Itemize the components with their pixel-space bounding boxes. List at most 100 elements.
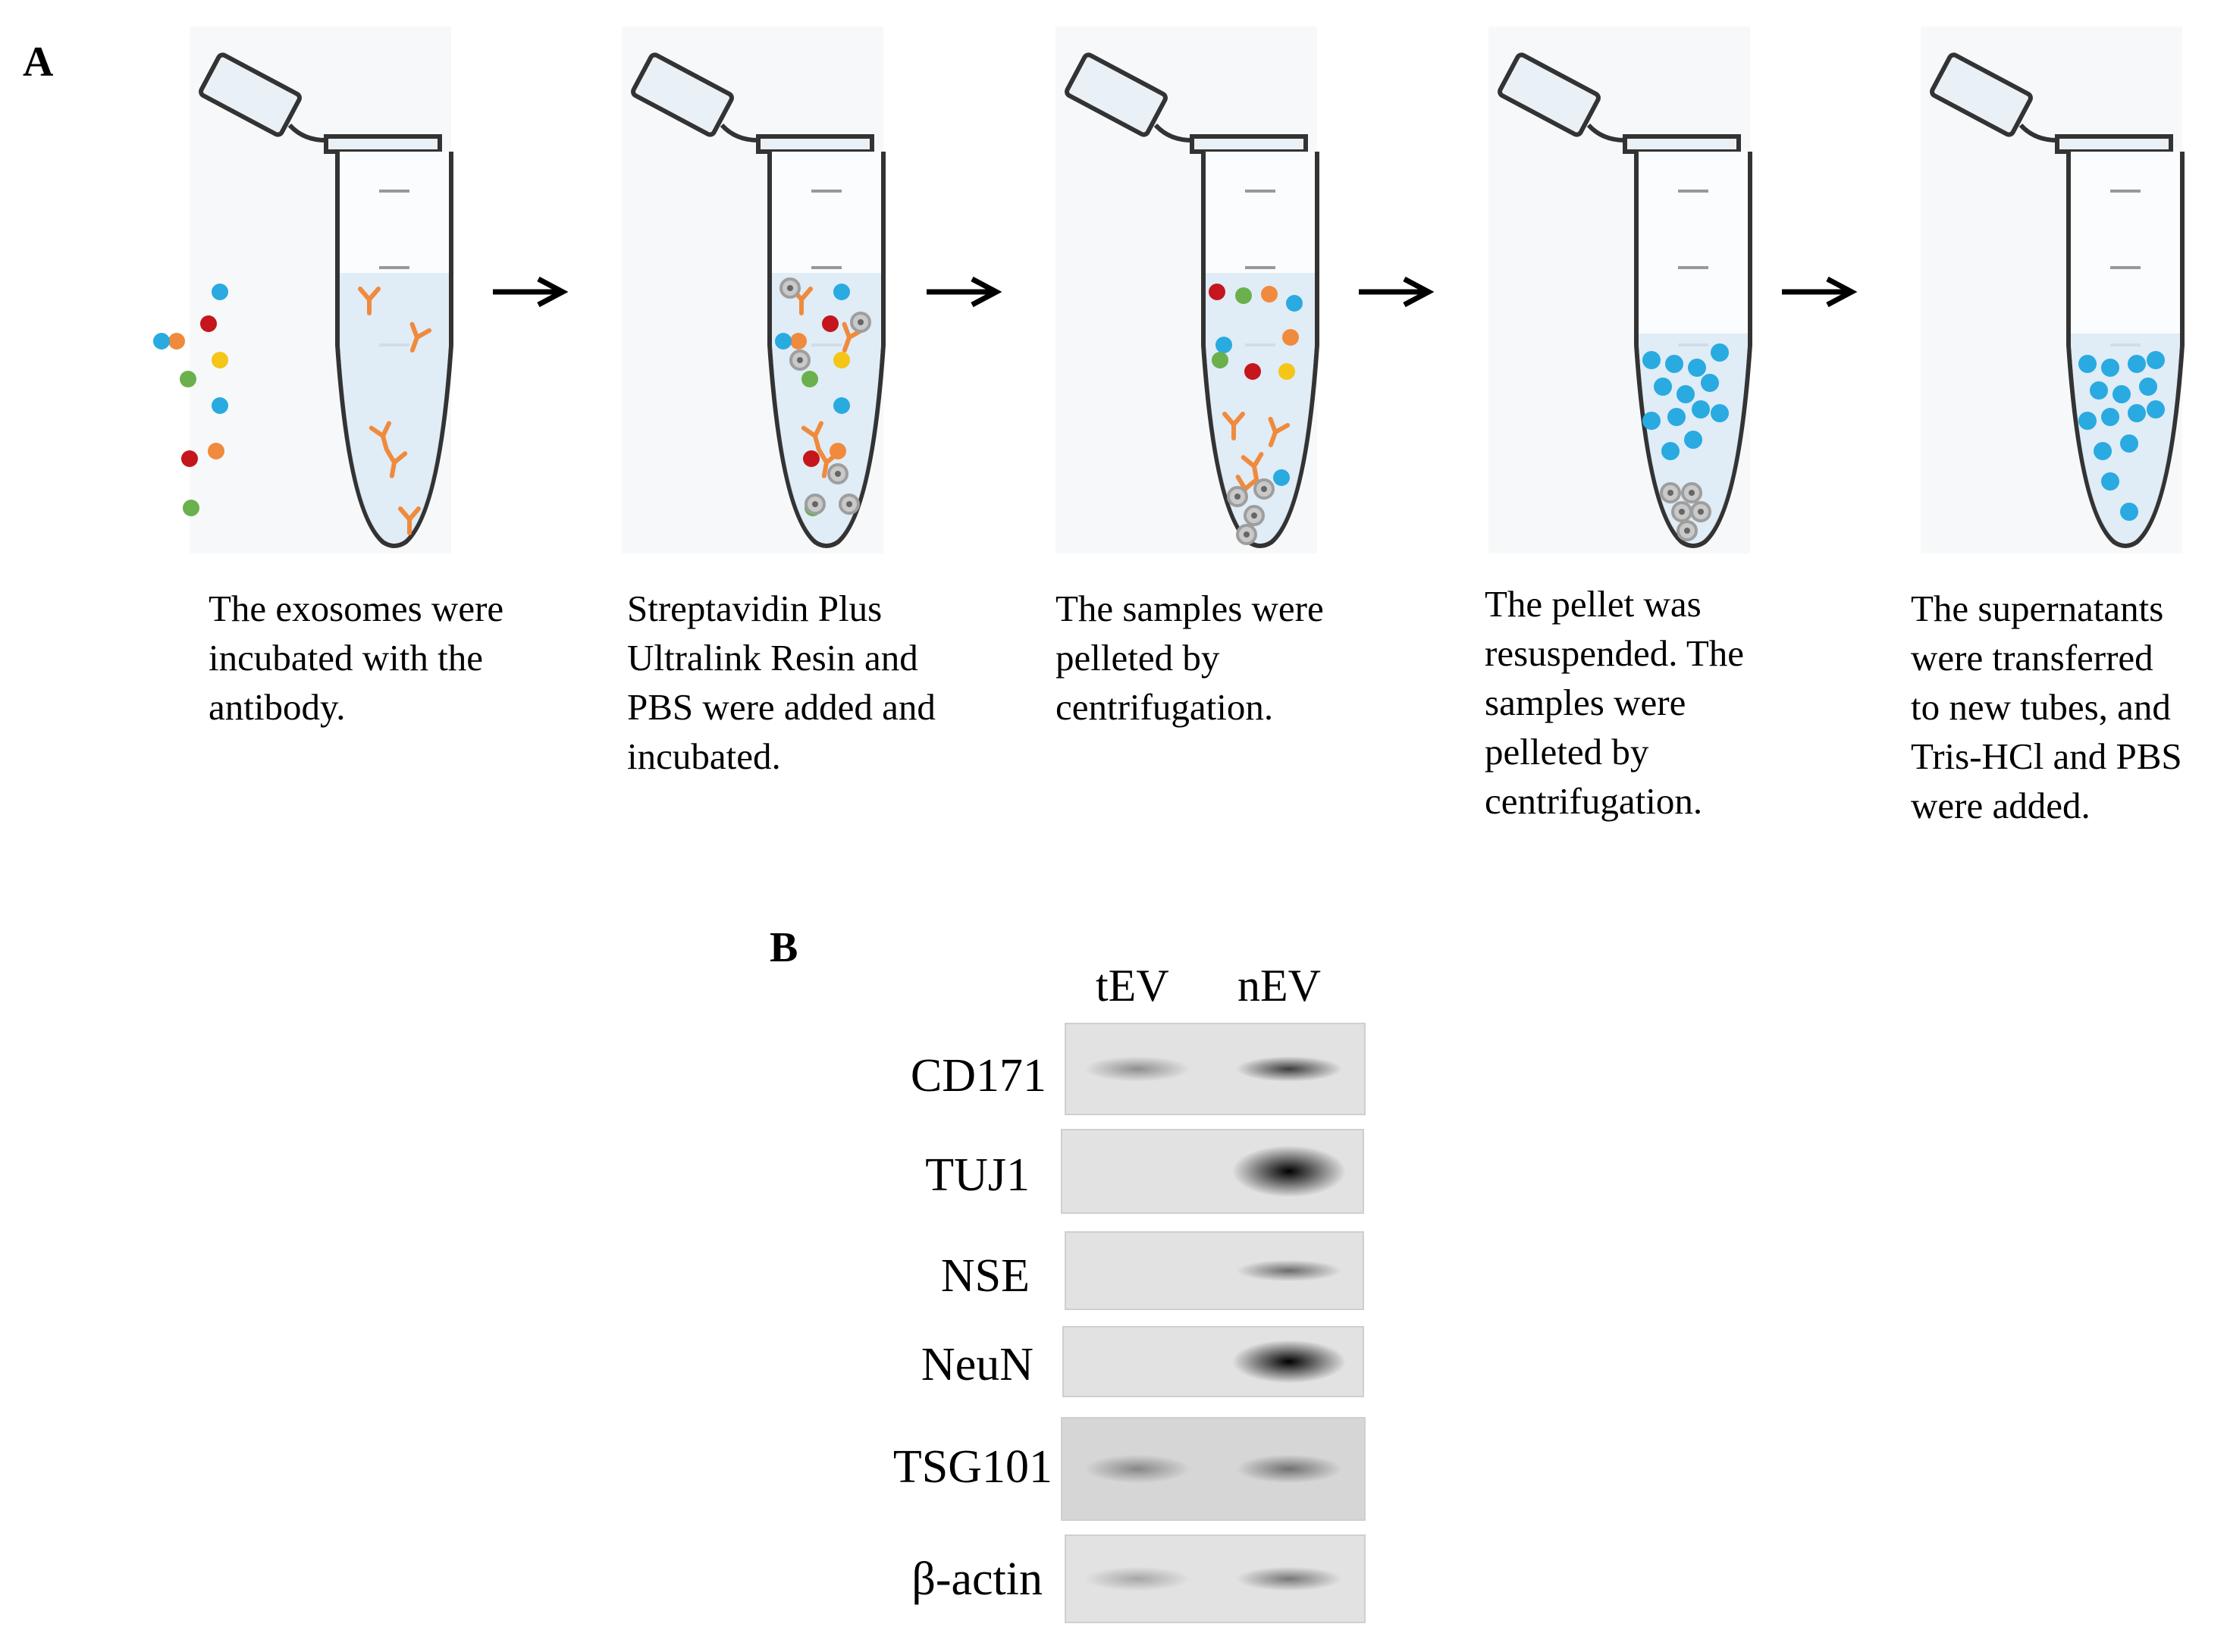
panel-b-label: B: [770, 924, 798, 971]
particle: [833, 352, 850, 368]
particle: [180, 371, 196, 387]
particle: [153, 333, 170, 350]
band-nse-nev: [1236, 1259, 1342, 1282]
band-tsg101-tev: [1084, 1454, 1190, 1484]
tube-lid: [199, 52, 302, 137]
antibody: [384, 448, 408, 478]
blot-strip-tsg101: [1061, 1417, 1366, 1521]
tube-rim: [324, 134, 442, 154]
antibody: [817, 448, 840, 478]
right-arrow-icon: [493, 276, 569, 308]
tube-resin-added: [631, 52, 886, 548]
antibody: [369, 421, 391, 452]
resin-bead-core: [787, 285, 793, 291]
particle: [208, 443, 224, 459]
lane-label-tev: tEV: [1096, 961, 1169, 1011]
particle: [1677, 385, 1695, 403]
right-arrow-icon: [927, 276, 1002, 308]
tube-pelleted: [1065, 52, 1319, 548]
particle: [1642, 412, 1661, 430]
particle: [2120, 503, 2138, 521]
particle: [833, 397, 850, 414]
tube-supernatant-transferred: [1930, 52, 2185, 548]
particle: [833, 284, 850, 300]
tube-rim: [1190, 134, 1308, 154]
particle: [1278, 363, 1295, 380]
band-label-beta-actin: β-actin: [911, 1553, 1043, 1605]
particle: [1642, 351, 1661, 369]
particle: [1215, 337, 1232, 353]
band-tuj1-nev: [1232, 1145, 1346, 1198]
tube-resuspended-pelleted: [1498, 52, 1752, 548]
resin-bead-core: [1684, 528, 1690, 534]
blot-strip-cd171: [1065, 1023, 1366, 1115]
particle: [212, 284, 228, 300]
panel-a-label: A: [23, 39, 54, 86]
particle: [2101, 408, 2119, 426]
lane-label-nev: nEV: [1237, 961, 1321, 1011]
antibody: [409, 321, 432, 353]
particle: [1273, 469, 1290, 486]
antibody: [358, 287, 381, 315]
particle: [2120, 434, 2138, 453]
band-label-neun: NeuN: [921, 1339, 1034, 1390]
band-label-tsg101: TSG101: [892, 1441, 1052, 1493]
particle: [1688, 359, 1706, 377]
particle: [1244, 363, 1261, 380]
tube-rim: [756, 134, 874, 154]
particle: [2128, 404, 2146, 422]
band-β-actin-nev: [1236, 1566, 1342, 1591]
resin-bead-core: [1698, 509, 1704, 515]
particle: [2101, 472, 2119, 491]
particle: [200, 315, 217, 332]
particle: [803, 450, 820, 467]
particle: [1684, 431, 1702, 449]
particle: [2078, 412, 2097, 430]
particle: [775, 333, 792, 350]
resin-bead-core: [1261, 486, 1267, 492]
particle: [1261, 286, 1278, 303]
particle: [1711, 343, 1729, 362]
band-label-nse: NSE: [940, 1250, 1030, 1302]
particle: [1665, 355, 1683, 373]
particle: [1235, 287, 1252, 304]
particle: [168, 333, 185, 350]
particle: [1209, 284, 1225, 300]
particle: [1711, 404, 1729, 422]
tube-rim: [1623, 134, 1741, 154]
particle: [2147, 351, 2165, 369]
band-cd171-tev: [1084, 1056, 1190, 1082]
blot-strip-β-actin: [1065, 1534, 1366, 1623]
antibody: [398, 506, 421, 535]
band-cd171-nev: [1236, 1056, 1342, 1082]
particle: [2128, 355, 2146, 373]
step-1-caption: The exosomes were incubated with the ant…: [209, 588, 504, 728]
step-4-caption: The pellet was resuspended. The samples …: [1485, 583, 1744, 822]
particle: [1661, 442, 1680, 460]
band-β-actin-tev: [1084, 1566, 1190, 1591]
blot-strip-neun: [1062, 1326, 1364, 1397]
particle: [212, 397, 228, 414]
step-5-caption: The supernatants were transferred to new…: [1911, 588, 2182, 826]
tube-lid: [1065, 52, 1168, 137]
particle: [1701, 374, 1719, 392]
particle: [2090, 381, 2108, 400]
resin-bead-core: [812, 501, 818, 507]
tube-lid: [1498, 52, 1601, 137]
particle: [2094, 442, 2112, 460]
particle: [1282, 329, 1299, 346]
band-tsg101-nev: [1236, 1454, 1342, 1484]
tube-lid: [1930, 52, 2033, 137]
tube-antibody-incubation: [153, 52, 453, 548]
tube-lid: [631, 52, 734, 137]
particle: [183, 500, 199, 516]
resin-bead-core: [846, 501, 852, 507]
particle: [1212, 352, 1228, 368]
particle: [1654, 378, 1672, 396]
tube-liquid: [340, 273, 449, 543]
particle: [1692, 400, 1710, 418]
step-2-caption: Streptavidin Plus Ultralink Resin and PB…: [627, 588, 936, 777]
particle: [2147, 400, 2165, 418]
particle: [801, 371, 818, 387]
